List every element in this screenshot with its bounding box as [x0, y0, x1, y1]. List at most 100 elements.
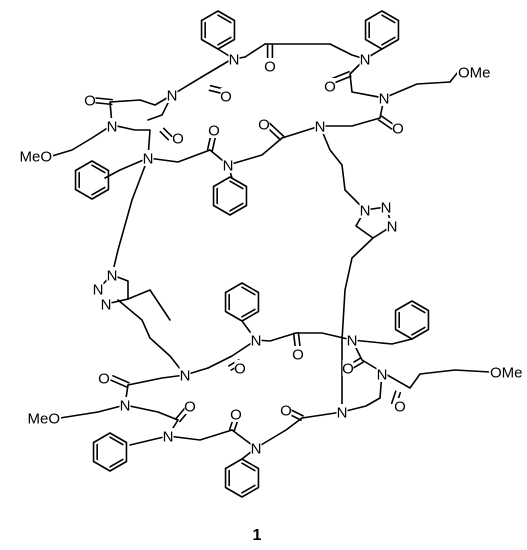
label-mask — [264, 58, 276, 74]
bond — [383, 81, 451, 99]
label-mask — [457, 64, 486, 80]
phenyl-ring — [92, 432, 128, 472]
amine-nitrogen: N — [337, 405, 348, 422]
label-mask — [258, 116, 270, 132]
double-bond — [159, 130, 170, 141]
amide-nitrogen: N — [251, 333, 262, 350]
label-mask — [230, 406, 242, 422]
label-mask — [234, 360, 246, 376]
phenyl-ring — [200, 10, 236, 50]
bond — [381, 369, 491, 389]
label-mask — [98, 370, 110, 386]
label-mask — [346, 332, 358, 348]
skeleton-bonds — [51, 43, 491, 460]
amide-nitrogen: N — [163, 429, 174, 446]
aromatic-bond — [381, 14, 396, 24]
amine-nitrogen: N — [120, 398, 131, 415]
bond — [295, 332, 353, 341]
label-mask — [392, 120, 404, 136]
label-mask — [142, 150, 154, 166]
bond — [217, 43, 266, 60]
bond — [329, 43, 383, 60]
bond — [111, 157, 149, 276]
carbonyl-oxygen: O — [258, 117, 270, 134]
carbonyl-oxygen: O — [280, 403, 292, 420]
amine-nitrogen: N — [377, 367, 388, 384]
amide-nitrogen: N — [143, 151, 154, 168]
bond — [341, 237, 374, 413]
phenyl-ring — [224, 282, 260, 322]
triazole-nitrogen: N — [381, 200, 392, 217]
amine-nitrogen: N — [167, 88, 178, 105]
aromatic-bond — [241, 308, 256, 318]
bond — [147, 149, 211, 163]
label-mask — [32, 410, 61, 426]
carbonyl-oxygen: O — [230, 407, 242, 424]
bond — [59, 384, 129, 419]
label-mask — [100, 296, 112, 312]
triazole-nitrogen: N — [387, 219, 398, 236]
bond — [227, 137, 283, 166]
bond — [51, 124, 113, 157]
aromatic-bond — [241, 484, 256, 494]
label-mask — [106, 118, 118, 134]
aromatic-bond — [109, 458, 124, 468]
label-mask — [336, 404, 348, 420]
methoxy-group: MeO — [27, 411, 60, 428]
bond — [241, 320, 297, 342]
amide-nitrogen: N — [347, 333, 358, 350]
amide-nitrogen: N — [360, 52, 371, 69]
label-mask — [359, 51, 371, 67]
bond — [167, 429, 233, 441]
double-bond — [112, 375, 130, 384]
label-mask — [342, 360, 354, 376]
label-mask — [489, 364, 518, 380]
label-mask — [92, 281, 104, 297]
double-bond — [390, 390, 397, 405]
aromatic-bond — [217, 36, 232, 46]
label-mask — [394, 398, 406, 414]
aromatic-bond — [241, 462, 256, 472]
label-mask — [314, 118, 326, 134]
bond — [127, 289, 171, 321]
label-mask — [184, 398, 196, 414]
compound-number: 1 — [253, 527, 262, 544]
bond — [104, 157, 149, 179]
amine-nitrogen: N — [107, 119, 118, 136]
label-mask — [380, 199, 392, 215]
aromatic-bond — [229, 202, 244, 212]
carbonyl-oxygen: O — [172, 131, 184, 148]
aromatic-bond — [411, 304, 426, 314]
label-mask — [84, 92, 96, 108]
double-bond — [110, 379, 128, 388]
amine-nitrogen: N — [180, 368, 191, 385]
double-bond — [352, 361, 365, 369]
double-bond — [162, 127, 173, 138]
aromatic-bond — [241, 286, 256, 296]
aromatic-bond — [229, 180, 244, 190]
bond — [139, 94, 173, 106]
label-mask — [222, 157, 234, 173]
double-bond — [380, 115, 396, 126]
aromatic-bond — [91, 186, 106, 196]
bond — [449, 71, 459, 83]
carbonyl-oxygen: O — [208, 123, 220, 140]
bond — [171, 58, 233, 96]
bond — [127, 374, 186, 386]
label-mask — [324, 78, 336, 94]
label-mask — [172, 130, 184, 146]
methoxy-group: OMe — [490, 365, 523, 382]
label-mask — [292, 346, 304, 362]
aromatic-bond — [217, 14, 232, 24]
label-mask — [106, 267, 118, 283]
label-mask — [208, 122, 220, 138]
phenyl-ring — [364, 10, 400, 50]
aromatic-bond — [411, 326, 426, 336]
amide-nitrogen: N — [229, 52, 240, 69]
bond — [319, 125, 366, 211]
label-mask — [166, 87, 178, 103]
methoxy-group: MeO — [19, 149, 52, 166]
carbonyl-oxygen: O — [342, 361, 354, 378]
